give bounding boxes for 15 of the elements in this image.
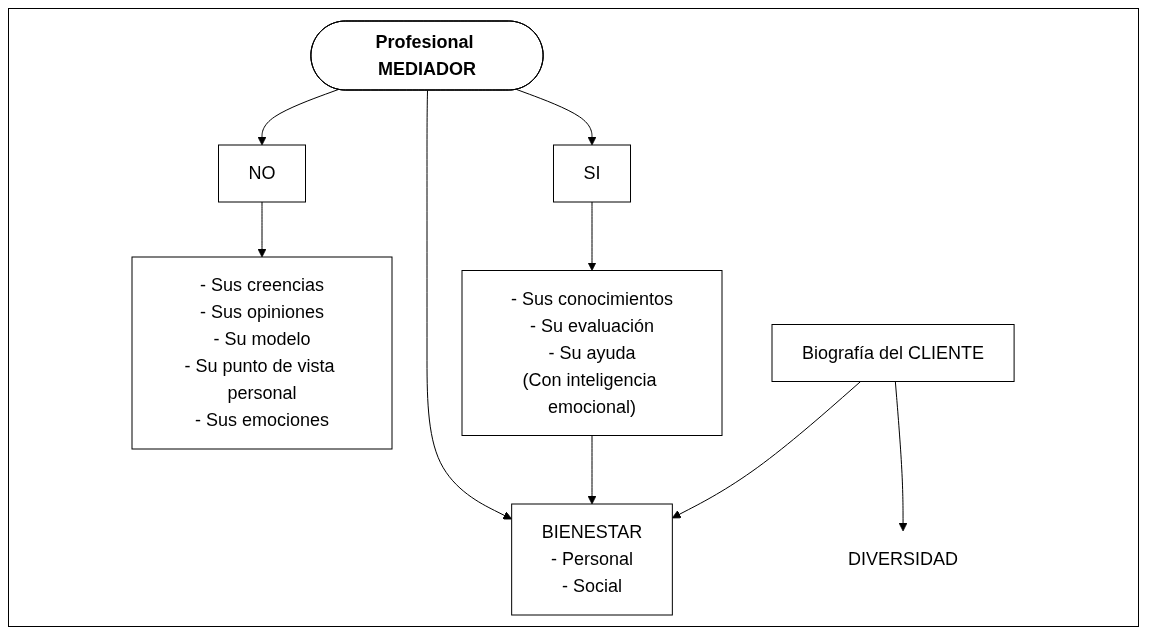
node-box: SI [553,144,632,202]
arrow [895,380,908,531]
arrow [258,201,267,257]
node-box: BIENESTAR - Personal - Social [511,503,674,615]
node-box: - Sus conocimientos - Su evaluación - Su ayuda (Con inteligencia emocional) [461,269,723,436]
arrow [426,89,513,519]
arrow [588,201,597,271]
arrow [672,380,862,518]
node-box: NO [218,144,307,202]
node-box: - Sus creencias - Sus opiniones - Su modelo - Su punto de vista personal - Sus emociones [131,256,393,449]
arrow [588,434,597,504]
node-box: Biografía del CLIENTE [771,323,1016,382]
node-text: DIVERSIDAD [848,548,959,569]
arrow [516,88,597,145]
arrow [258,88,340,145]
